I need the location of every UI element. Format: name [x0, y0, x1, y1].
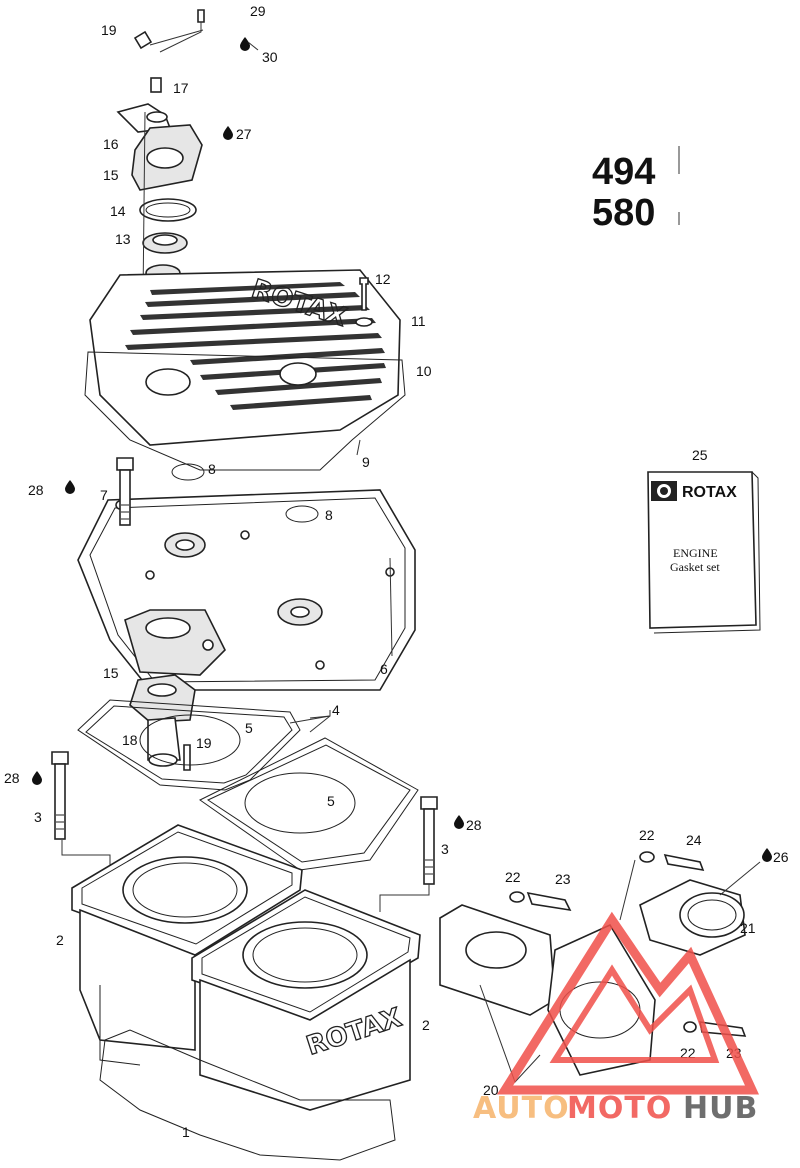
drop-icon [762, 848, 772, 862]
callout-10: 10 [416, 363, 432, 379]
watermark-text-auto: AUTO [473, 1091, 570, 1126]
callout-28c: 28 [466, 817, 482, 833]
callout-3a: 3 [34, 809, 42, 825]
callout-2b: 2 [422, 1017, 430, 1033]
gasket-kit-brand: ROTAX [682, 484, 737, 501]
cover-gasket-9 [84, 351, 406, 471]
o-ring-8a [171, 463, 205, 481]
callout-5b: 5 [327, 793, 335, 809]
callout-15-top: 15 [103, 167, 119, 183]
screw-29 [197, 9, 205, 23]
callout-28b: 28 [4, 770, 20, 786]
callout-2a: 2 [56, 932, 64, 948]
cylinder-2b: ROTAX [191, 889, 421, 1111]
callout-14: 14 [110, 203, 126, 219]
callout-6: 6 [380, 661, 388, 677]
o-ring-14 [139, 198, 197, 222]
callout-27: 27 [236, 126, 252, 142]
callout-8a: 8 [208, 461, 216, 477]
exhaust-socket-20 [439, 904, 656, 1076]
exhaust-manifold-21 [639, 879, 746, 956]
callout-18: 18 [122, 732, 138, 748]
sealant-drop-icons [32, 37, 772, 862]
head-gasket-5b [199, 737, 419, 871]
callout-15-bottom: 15 [103, 665, 119, 681]
callout-19b: 19 [196, 735, 212, 751]
callout-4: 4 [332, 702, 340, 718]
washer-17 [150, 77, 162, 93]
callout-23a: 23 [555, 871, 571, 887]
cylinder-bolt-3b [379, 796, 438, 912]
callout-29: 29 [250, 3, 266, 19]
callout-3b: 3 [441, 841, 449, 857]
washer-11 [355, 317, 373, 327]
callout-12: 12 [375, 271, 391, 287]
cylinder-head-6 [77, 489, 416, 691]
bleed-screw-19 [133, 30, 153, 50]
drop-icon [32, 771, 42, 785]
stud-washers-22-23-24 [509, 851, 761, 1037]
watermark-logo: AUTO MOTO HUB [473, 911, 760, 1126]
callout-30: 30 [262, 49, 278, 65]
callout-22a: 22 [639, 827, 655, 843]
model-580: 580 [592, 192, 655, 234]
head-bolt-7 [116, 457, 134, 526]
callout-22b: 22 [505, 869, 521, 885]
screw-19b [183, 744, 191, 771]
gasket-kit-line2: Gasket set [670, 560, 720, 574]
cylinder-bolt-3a [51, 751, 111, 880]
model-494: 494 [592, 151, 655, 193]
watermark-text-moto: MOTO [567, 1091, 672, 1126]
gasket-kit-line1: ENGINE [673, 546, 718, 560]
callout-20: 20 [483, 1082, 499, 1098]
cylinder-head-cover-10: ROTAX [89, 269, 401, 446]
callout-28a: 28 [28, 482, 44, 498]
callout-11: 11 [411, 313, 426, 329]
bolt-12 [359, 277, 369, 311]
model-labels: 494 580 [592, 146, 680, 234]
callout-7: 7 [100, 487, 108, 503]
gasket-kit-25: ROTAX ENGINE Gasket set [647, 471, 761, 634]
callout-19: 19 [101, 22, 117, 38]
callout-9: 9 [362, 454, 370, 470]
cover-cooling-fins [125, 282, 386, 410]
callout-5a: 5 [245, 720, 253, 736]
callout-16: 16 [103, 136, 119, 152]
head-gasket-5a [77, 699, 301, 791]
thermostat-housing-assembly [116, 9, 205, 393]
water-outlet-18 [129, 674, 196, 771]
drop-icon [240, 37, 250, 51]
callout-17: 17 [173, 80, 189, 96]
drop-icon [454, 815, 464, 829]
callout-13: 13 [115, 231, 131, 247]
watermark-text-hub: HUB [683, 1091, 758, 1126]
callout-26: 26 [773, 849, 789, 865]
leader-lines [247, 41, 393, 719]
callout-8b: 8 [325, 507, 333, 523]
o-ring-8b [285, 505, 319, 523]
callout-24: 24 [686, 832, 702, 848]
drop-icon [223, 126, 233, 140]
watermark-triangle-icon [496, 911, 760, 1095]
base-gasket-1 [99, 1029, 396, 1161]
cylinder-2a [71, 824, 303, 1066]
callout-1: 1 [182, 1124, 190, 1140]
drop-icon [65, 480, 75, 494]
outlet-elbow-16 [116, 103, 172, 133]
callout-21: 21 [740, 920, 756, 936]
callout-25: 25 [692, 447, 708, 463]
